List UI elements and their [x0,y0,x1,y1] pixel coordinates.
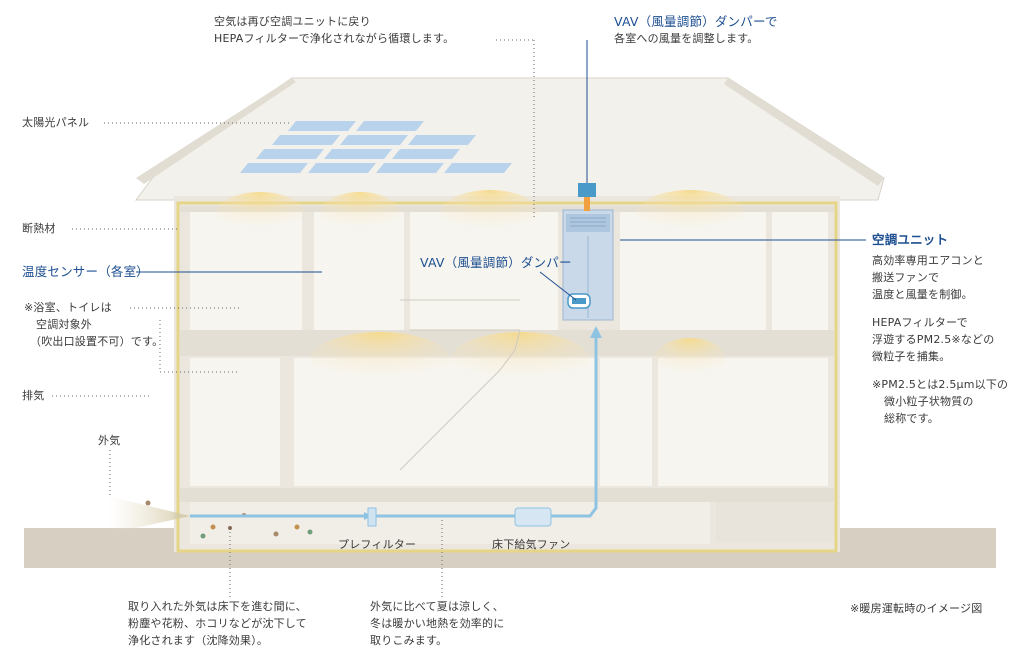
bottom-left-note-line: 粉塵や花粉、ホコリなどが沈下して [128,617,307,630]
bath-note-line: ※浴室、トイレは [24,301,112,314]
top-left-note-line: 空気は再び空調ユニットに戻り [214,15,371,28]
floor-fan-label: 床下給気ファン [492,538,571,551]
ac-desc-line: 温度と風量を制御。 [872,288,973,301]
exhaust-label: 排気 [22,389,45,402]
top-right-note-line: 各室への風量を調整します。 [614,32,759,45]
prefilter-label: プレフィルター [338,538,417,551]
room-closet [772,212,828,330]
hepa-desc-line: 微粒子を捕集。 [872,350,951,363]
hepa-desc-line: 浮遊するPM2.5※などの [872,333,995,346]
pm-note-line: 総称です。 [884,412,939,425]
prefilter [367,507,377,527]
top-left-note: 空気は再び空調ユニットに戻り HEPAフィルターで浄化されながら循環します。 [214,13,454,47]
vav-damper-label: VAV（風量調節）ダンパー [420,255,572,270]
bottom-mid-note: 外気に比べて夏は涼しく、 冬は暖かい地熱を効率的に 取りこみます。 [370,598,504,649]
bottom-left-note: 取り入れた外気は床下を進む間に、 粉塵や花粉、ホコリなどが沈下して 浄化されます… [128,598,307,649]
roof [135,77,885,201]
pm-note-line: ※PM2.5とは2.5μm以下の [872,378,1009,391]
ac-unit-desc: 高効率専用エアコンと 搬送ファンで 温度と風量を制御。 [872,252,984,303]
ac-unit-label: 空調ユニット [872,232,949,247]
bath-note-line: （吹出口設置不可）です。 [30,335,164,348]
top-left-note-line: HEPAフィルターで浄化されながら循環します。 [214,32,455,45]
bottom-mid-note-line: 取りこみます。 [370,634,448,647]
staircase [399,299,521,471]
top-right-note: VAV（風量調節）ダンパーで 各室への風量を調整します。 [614,13,778,47]
pm-note: ※PM2.5とは2.5μm以下の 微小粒子状物質の 総称です。 [872,376,1008,427]
bath-note: ※浴室、トイレは 空調対象外 （吹出口設置不可）です。 [24,299,163,350]
crawlspace [190,502,710,544]
solar-panel-label: 太陽光パネル [22,116,90,129]
bath-note-line: 空調対象外 [36,318,92,331]
hepa-desc-line: HEPAフィルターで [872,316,968,329]
temp-sensor-label: 温度センサー（各室） [22,264,150,279]
image-note: ※暖房運転時のイメージ図 [850,602,983,615]
solar-panels [240,121,512,173]
outside-air-label: 外気 [98,434,121,447]
floor-fan [514,507,552,527]
top-right-note-line: VAV（風量調節）ダンパーで [614,14,778,29]
bottom-left-note-line: 浄化されます（沈降効果）。 [128,634,269,647]
insulation-label: 断熱材 [22,222,56,235]
ac-desc-line: 搬送ファンで [872,271,940,284]
bottom-left-note-line: 取り入れた外気は床下を進む間に、 [128,600,307,613]
ac-desc-line: 高効率専用エアコンと [872,254,984,267]
bottom-mid-note-line: 外気に比べて夏は涼しく、 [370,600,504,613]
vav-damper-top [578,183,596,197]
room-storage [600,358,652,486]
room-toilet [190,358,280,486]
hepa-desc: HEPAフィルターで 浮遊するPM2.5※などの 微粒子を捕集。 [872,314,994,365]
pm-note-line: 微小粒子状物質の [884,395,974,408]
bottom-mid-note-line: 冬は暖かい地熱を効率的に [370,617,505,630]
outside-air-flow [108,496,190,534]
